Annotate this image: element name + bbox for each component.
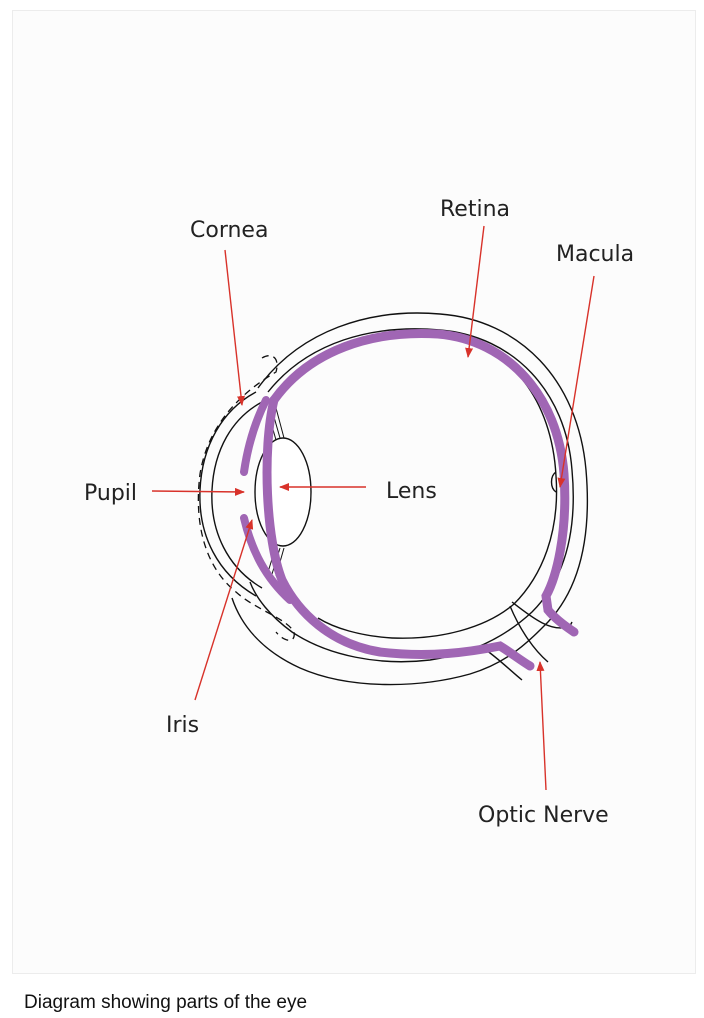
label-cornea: Cornea: [190, 218, 268, 243]
optic-nerve-pointer: [540, 662, 546, 790]
pupil-pointer: [152, 491, 244, 492]
figure-caption: Diagram showing parts of the eye: [24, 992, 307, 1014]
label-retina: Retina: [440, 197, 510, 222]
pointer-group: [152, 226, 594, 790]
retina-layer-lower: [267, 400, 530, 666]
label-lens: Lens: [386, 479, 437, 504]
label-macula: Macula: [556, 242, 634, 267]
cornea-pointer: [225, 250, 242, 405]
cornea-outer: [200, 392, 256, 596]
label-pupil: Pupil: [84, 481, 137, 506]
label-iris: Iris: [166, 713, 199, 738]
label-optic-nerve: Optic Nerve: [478, 803, 609, 828]
macula-pointer: [560, 276, 594, 487]
